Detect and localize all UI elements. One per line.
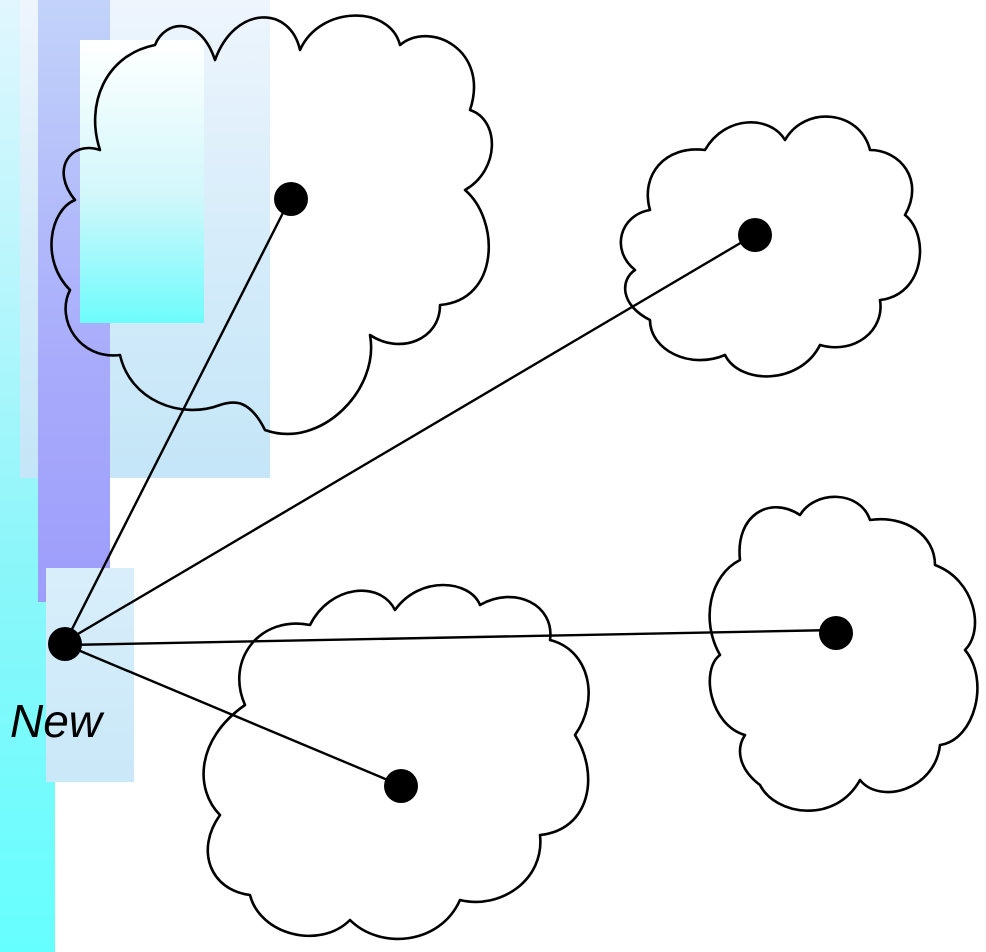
connection-new-to-bottom-right (66, 630, 836, 645)
node-bottom-right (819, 616, 853, 650)
node-top-left (274, 182, 308, 216)
new-node-label: New (10, 695, 103, 747)
node-top-right (738, 218, 772, 252)
connection-new-to-top-right (66, 233, 754, 643)
new-node (48, 627, 82, 661)
node-bottom-middle (384, 769, 418, 803)
cloud-top-left (50, 14, 494, 436)
cloud-top-right (619, 115, 922, 378)
cloud-bottom-right (708, 495, 979, 812)
connection-new-to-bottom-middle (66, 643, 402, 788)
